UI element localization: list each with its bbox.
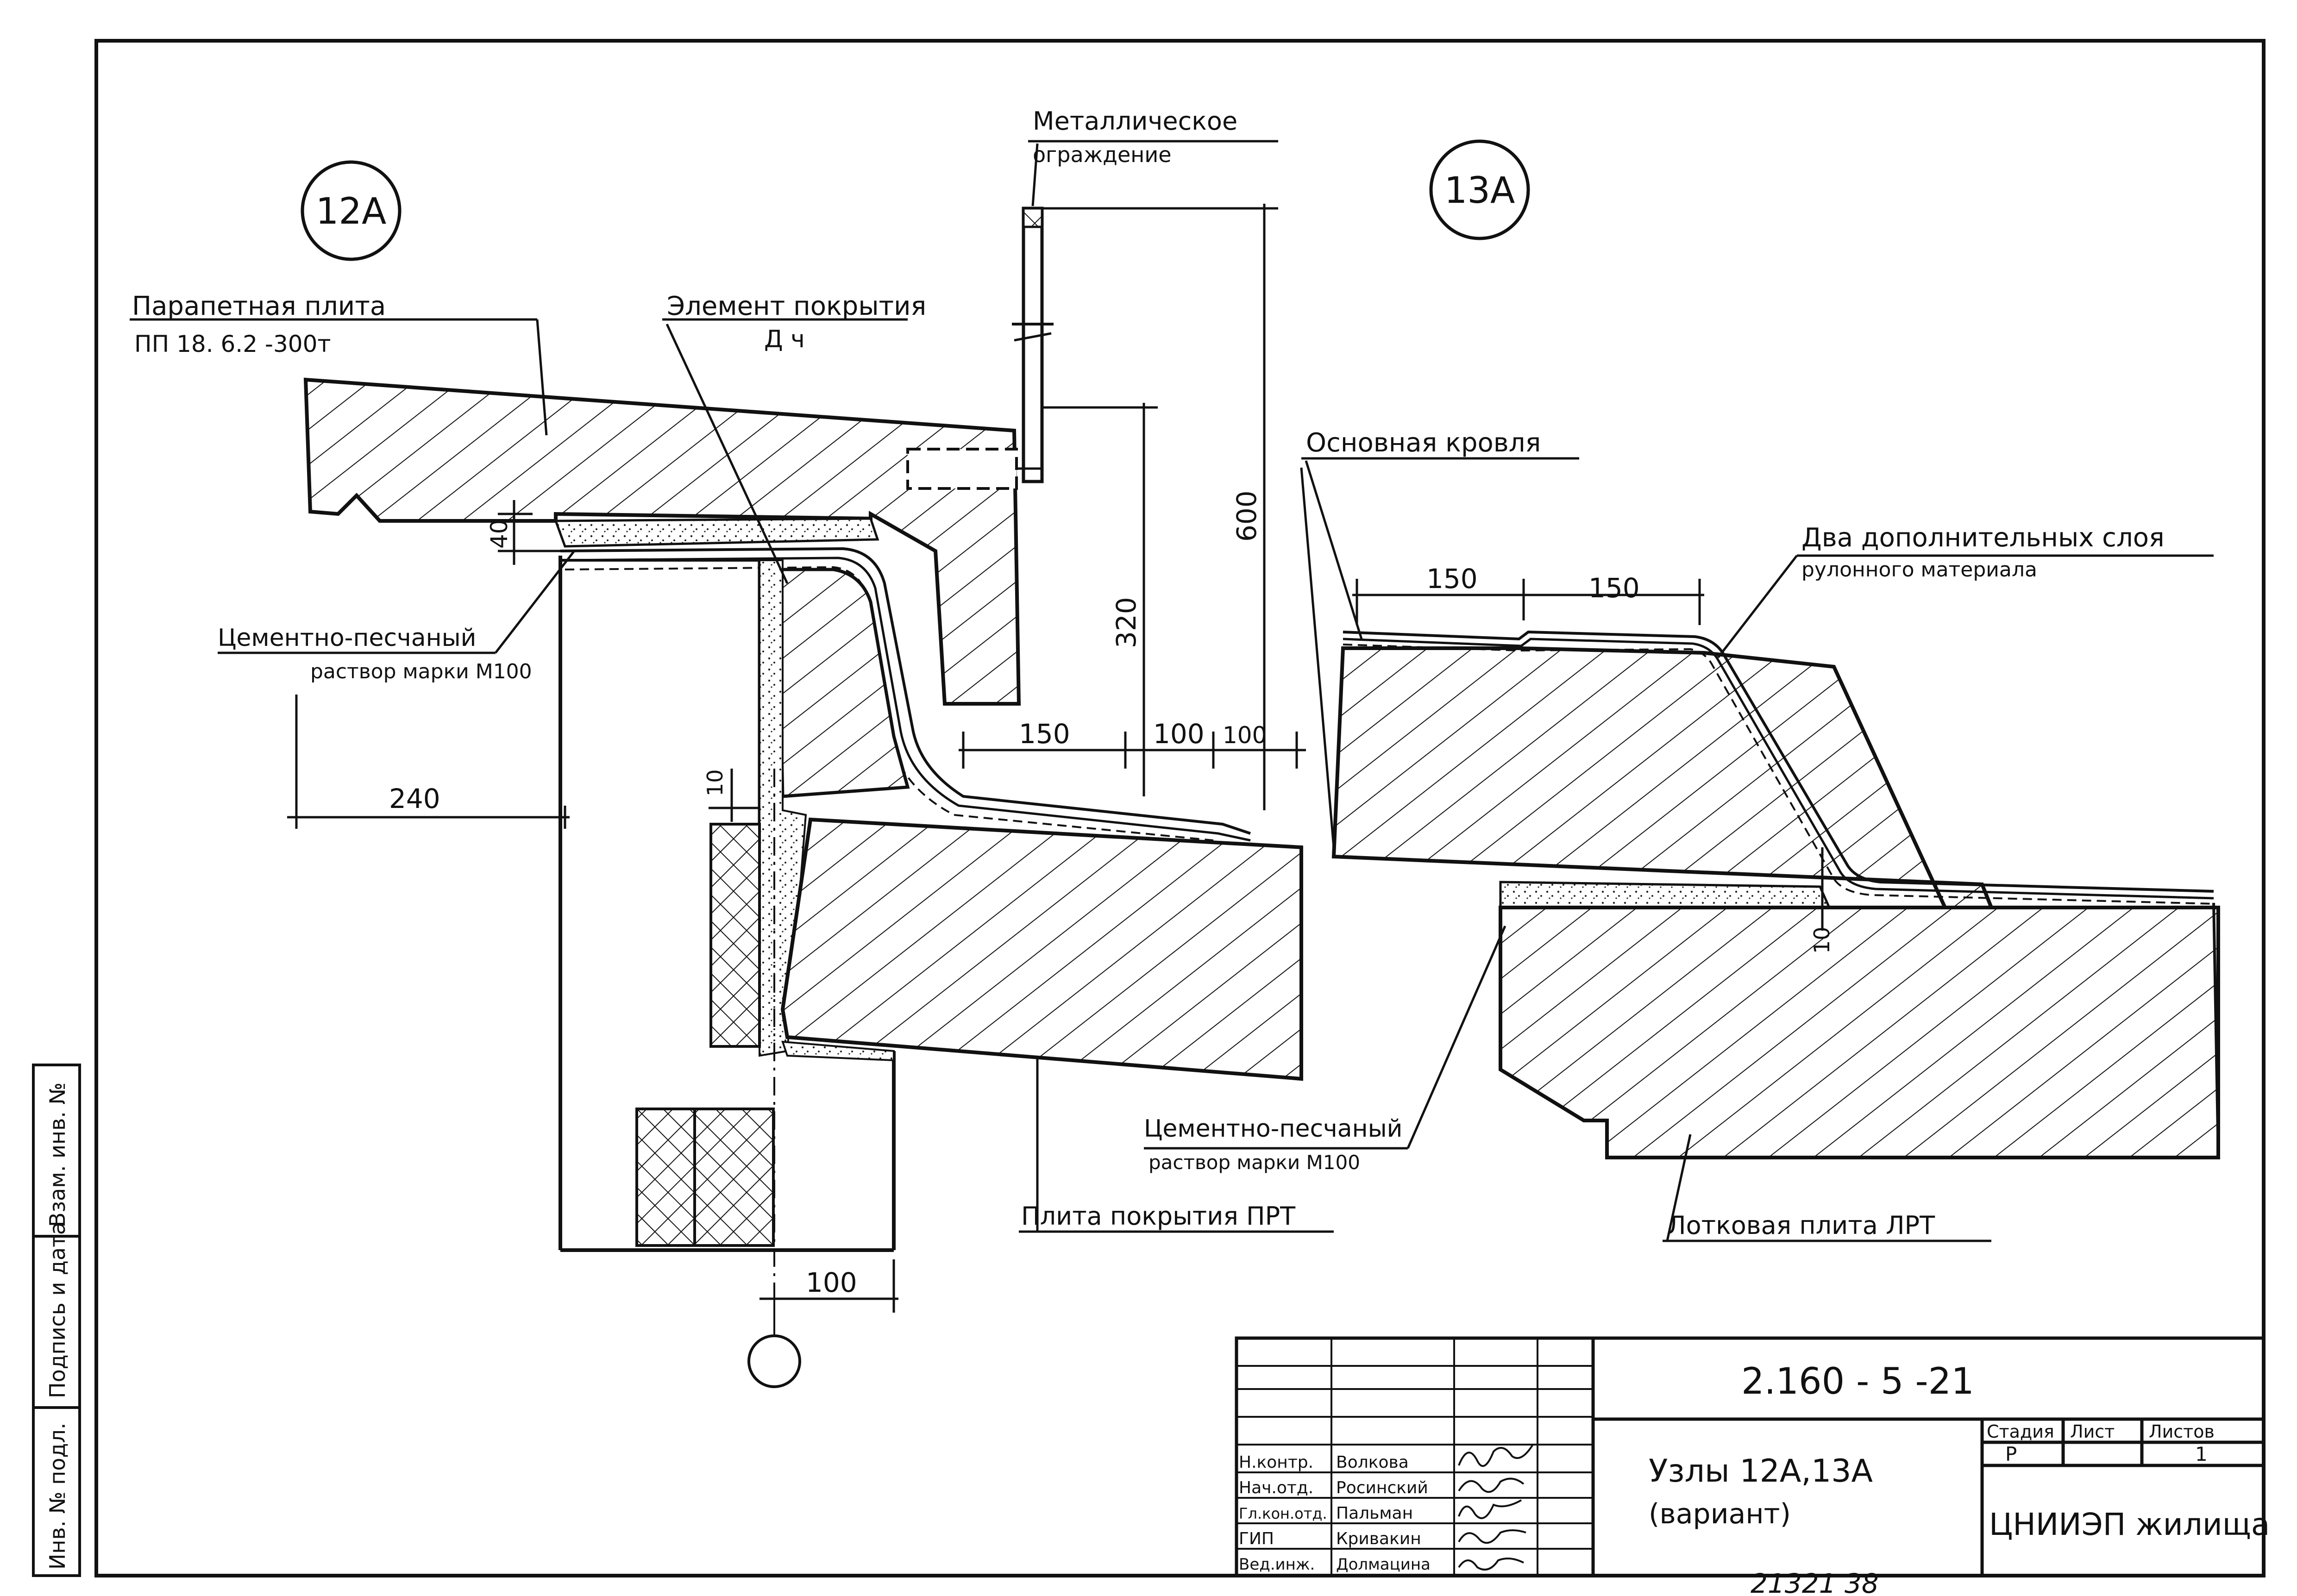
dim-150-13a-b: 150	[1588, 572, 1640, 604]
leaders-12a	[130, 140, 1334, 1233]
dim-150: 150	[1019, 718, 1070, 750]
dimensions-12a	[287, 204, 1306, 1313]
dim-10-13a: 10	[1809, 926, 1834, 954]
detail-12a: 12А	[130, 106, 1334, 1388]
brick-block-left	[635, 1108, 696, 1247]
marker-12a-text: 12А	[316, 191, 387, 232]
label-main-roof: Основная кровля	[1306, 428, 1541, 458]
railing-post	[1022, 207, 1044, 483]
roof-slab-13a	[1331, 646, 1994, 909]
side-stamp: Инв. № подл. Подпись и дата Взам. инв. №	[45, 1083, 70, 1570]
role-0: Н.контр.	[1239, 1453, 1313, 1472]
side-stamp-inv: Инв. № подл.	[45, 1423, 70, 1570]
label-cover-element-2: Д ч	[764, 325, 805, 353]
roof-slab-prt	[780, 817, 1303, 1081]
label-mortar-12a-2: раствор марки М100	[310, 660, 532, 683]
label-parapet-2: ПП 18. 6.2 -300т	[134, 331, 331, 357]
name-1: Росинский	[1336, 1478, 1428, 1497]
sheet-title-2: (вариант)	[1649, 1498, 1791, 1530]
role-3: ГИП	[1239, 1529, 1274, 1548]
label-parapet-1: Парапетная плита	[132, 291, 386, 321]
cover-element	[776, 568, 910, 798]
stage-header: Стадия	[1987, 1421, 2054, 1442]
sheets-header: Листов	[2149, 1421, 2215, 1442]
roofing-layers-12a	[560, 547, 1251, 835]
label-cover-element-1: Элемент покрытия	[667, 291, 926, 321]
insulation-pad	[709, 823, 761, 1048]
sheet-header: Лист	[2070, 1421, 2115, 1442]
dim-320: 320	[1111, 597, 1142, 648]
dim-100c: 100	[806, 1267, 857, 1298]
name-4: Долмацина	[1336, 1555, 1431, 1574]
role-1: Нач.отд.	[1239, 1478, 1313, 1497]
marker-12a-circle	[301, 160, 402, 261]
role-4: Вед.инж.	[1239, 1555, 1315, 1574]
name-0: Волкова	[1336, 1453, 1409, 1472]
mortar-layer-13a	[1499, 881, 1831, 909]
side-stamp-replace: Взам. инв. №	[45, 1083, 70, 1227]
dim-150-13a-a: 150	[1426, 563, 1478, 595]
parapet-slab	[303, 377, 1021, 706]
axis-marker	[747, 1334, 801, 1388]
name-2: Пальман	[1336, 1504, 1413, 1523]
footer-number: 21321 38	[1751, 1568, 1879, 1596]
doc-code: 2.160 - 5 -21	[1741, 1361, 1974, 1402]
dim-10: 10	[703, 769, 728, 796]
sheets-value: 1	[2195, 1443, 2208, 1465]
marker-13a-text: 13А	[1444, 170, 1515, 212]
detail-13a: 13А 150 150 10	[1144, 139, 2220, 1242]
stage-value: Р	[2005, 1443, 2017, 1465]
tray-slab-lrt	[1499, 906, 2220, 1159]
dim-40: 40	[486, 519, 513, 549]
title-block: 2.160 - 5 -21 Узлы 12А,13А (вариант) Ста…	[1235, 1336, 2270, 1577]
sheet-title-1: Узлы 12А,13А	[1649, 1453, 1873, 1490]
anchor-plate	[906, 448, 1018, 490]
label-extra-layers-1: Два дополнительных слоя	[1801, 523, 2165, 553]
marker-13a-circle	[1429, 139, 1530, 240]
label-extra-layers-2: рулонного материала	[1801, 558, 2037, 582]
label-railing-1: Металлическое	[1033, 106, 1237, 136]
dim-100a: 100	[1153, 718, 1205, 750]
signatures	[1458, 1444, 1534, 1571]
label-mortar-13a-1: Цементно-песчаный	[1144, 1115, 1402, 1143]
name-3: Кривакин	[1336, 1529, 1421, 1548]
mortar-layer-12a	[554, 517, 879, 548]
leaders-13a	[1144, 457, 2214, 1242]
dim-600: 600	[1231, 490, 1262, 542]
label-railing-2: ограждение	[1033, 142, 1172, 167]
organization: ЦНИИЭП жилища	[1989, 1507, 2270, 1542]
dimensions-13a	[1352, 579, 1824, 931]
dim-240: 240	[389, 783, 440, 814]
label-mortar-13a-2: раствор марки М100	[1148, 1151, 1360, 1174]
label-slab-prt: Плита покрытия ПРТ	[1021, 1202, 1296, 1231]
side-stamp-sign: Подпись и дата	[45, 1222, 70, 1398]
dim-100b: 100	[1223, 722, 1267, 749]
sheet-frame	[32, 39, 2266, 1577]
brick-block-right	[693, 1108, 775, 1247]
role-2: Гл.кон.отд.	[1239, 1505, 1327, 1522]
label-tray-slab: Лотковая плита ЛРТ	[1667, 1211, 1935, 1240]
label-mortar-12a-1: Цементно-песчаный	[218, 624, 476, 652]
